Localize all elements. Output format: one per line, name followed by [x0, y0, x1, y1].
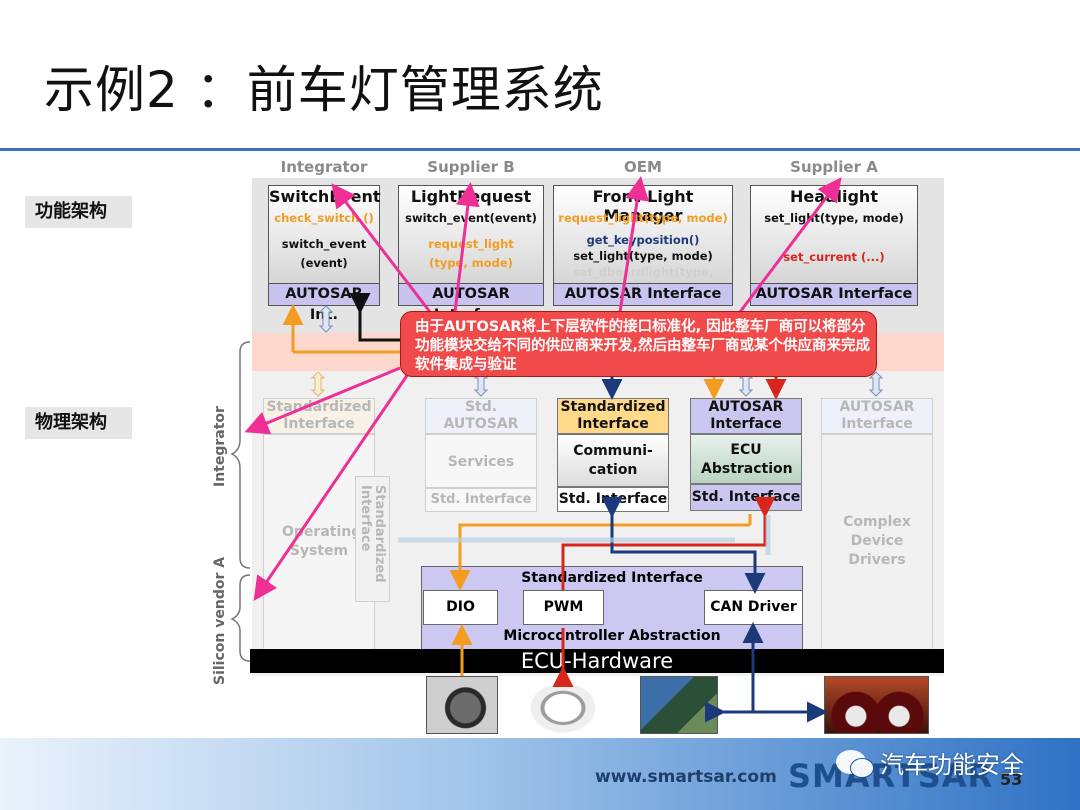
silicon-vendor-brace	[230, 574, 251, 662]
column-header-integrator: Integrator	[280, 158, 368, 176]
swc-operation: (type, mode)	[429, 256, 513, 270]
driver-pwm: PWM	[523, 590, 604, 625]
swc-operation: (event)	[300, 256, 348, 270]
os-vertical-interface-label: Standardized Interface	[358, 485, 387, 583]
swc-port: AUTOSAR Interface	[751, 283, 917, 305]
column-header-oem: OEM	[624, 158, 662, 176]
annotation-arrows	[244, 176, 842, 601]
integration-callout: 由于AUTOSAR将上下层软件的接口标准化, 因此整车厂商可以将部分功能模块交给…	[400, 311, 877, 377]
column-header-supplier-b: Supplier B	[427, 158, 515, 176]
swc-operation: get_keyposition()	[586, 233, 700, 247]
light-switch-photo	[426, 676, 498, 734]
communication-block: Communi- cation	[557, 434, 669, 487]
swc-operation: set_light(type, mode)	[764, 211, 904, 225]
smartsar-logo: SMARTSAR	[788, 757, 994, 795]
os-vertical-interface: Standardized Interface	[355, 476, 390, 602]
slide-title: 示例2 ：前车灯管理系统	[44, 61, 604, 119]
swc-front-light-manager[interactable]: Front-Light Manager request_light(type, …	[553, 185, 733, 306]
ecu-abstraction-label: ECU Abstraction	[701, 442, 793, 477]
title-divider	[0, 148, 1080, 151]
ecu-autosar-interface: AUTOSAR Interface	[690, 398, 802, 434]
functional-architecture-label: 功能架构	[25, 196, 132, 228]
swc-operation: set_light(type, mode)	[573, 249, 713, 263]
integrator-brace	[230, 341, 251, 569]
swc-operation: set_current (...)	[783, 250, 885, 264]
swc-operation: request_light	[428, 237, 514, 251]
swc-port: AUTOSAR Interface	[554, 283, 732, 305]
physical-architecture-label: 物理架构	[25, 407, 132, 439]
cdd-autosar-interface: AUTOSAR Interface	[821, 398, 933, 434]
services-block: Services	[425, 434, 537, 488]
watermark-text: 汽车功能安全	[880, 751, 1024, 779]
communication-label: Communi- cation	[573, 443, 653, 478]
swc-operation: check_switch ()	[274, 211, 374, 225]
complex-device-drivers-block: Complex Device Drivers	[821, 434, 933, 650]
column-header-supplier-a: Supplier A	[790, 158, 878, 176]
complex-device-drivers-label: Complex Device Drivers	[843, 514, 911, 568]
mcal-footer-label: Microcontroller Abstraction	[503, 628, 721, 644]
ecu-hardware-bar: ECU-Hardware	[250, 649, 944, 673]
footer-url[interactable]: www.smartsar.com	[595, 767, 777, 787]
comm-standardized-interface: Standardized Interface	[557, 398, 669, 434]
swc-operation: switch_event	[281, 237, 367, 251]
wechat-icon	[836, 750, 874, 778]
swc-headlight[interactable]: Headlight set_light(type, mode) set_curr…	[750, 185, 918, 306]
page-number: 53	[1000, 770, 1023, 789]
swc-operation: switch_event(event)	[405, 211, 537, 225]
swc-operation: request_light(type, mode)	[558, 211, 728, 225]
services-std-interface: Std. Interface	[425, 488, 537, 512]
footer-band	[0, 738, 1080, 810]
services-autosar-interface: Std. AUTOSAR Interface	[425, 398, 537, 449]
driver-dio: DIO	[423, 590, 498, 625]
dashboard-photo	[824, 676, 929, 734]
ecu-abstraction-block: ECU Abstraction	[690, 434, 802, 484]
